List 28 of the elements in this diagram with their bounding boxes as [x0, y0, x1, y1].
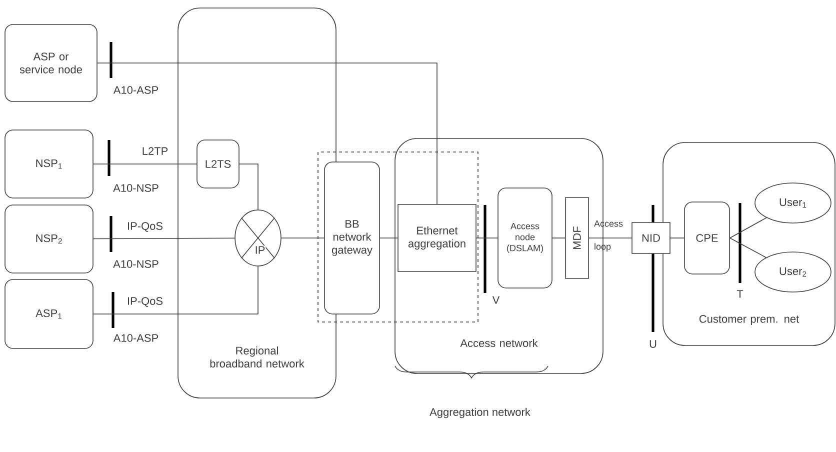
service-node-box: ASP or service node [4, 24, 98, 102]
reference-point-label: A10-ASP [113, 334, 158, 342]
cpe-box: CPE [684, 202, 730, 274]
reference-point-label: V [492, 296, 500, 304]
provider-box: NSP$_{2}$ [4, 204, 94, 274]
gateway-box: BB network gateway [324, 162, 380, 314]
connector-line [730, 238, 766, 258]
edge-label: IP-QoS [128, 297, 163, 307]
distribution-frame-box: MDF [565, 197, 589, 279]
provider-box: NSP$_{1}$ [4, 130, 94, 198]
reference-point-label: T [736, 290, 744, 298]
reference-point-label: A10-NSP [113, 184, 158, 192]
connector-line [239, 164, 258, 210]
edge-label: IP-QoS [128, 222, 163, 232]
provider-box: ASP$_{1}$ [4, 279, 94, 349]
aggregation-box: Ethernet aggregation [398, 204, 476, 272]
connector-line [93, 238, 235, 240]
group-label: Aggregation network [430, 408, 530, 418]
connector-line [730, 217, 767, 238]
server-box: L2TS [196, 140, 240, 188]
connector-line [97, 62, 438, 204]
edge-label: L2TP [142, 147, 168, 155]
reference-point-label: A10-ASP [113, 86, 158, 94]
reference-point-label: A10-NSP [113, 260, 158, 268]
connector-line [93, 266, 258, 314]
access-node-box: Access node (DSLAM) [498, 188, 552, 288]
reference-point-label: U [650, 340, 656, 348]
interface-device-box: NID [632, 222, 670, 254]
